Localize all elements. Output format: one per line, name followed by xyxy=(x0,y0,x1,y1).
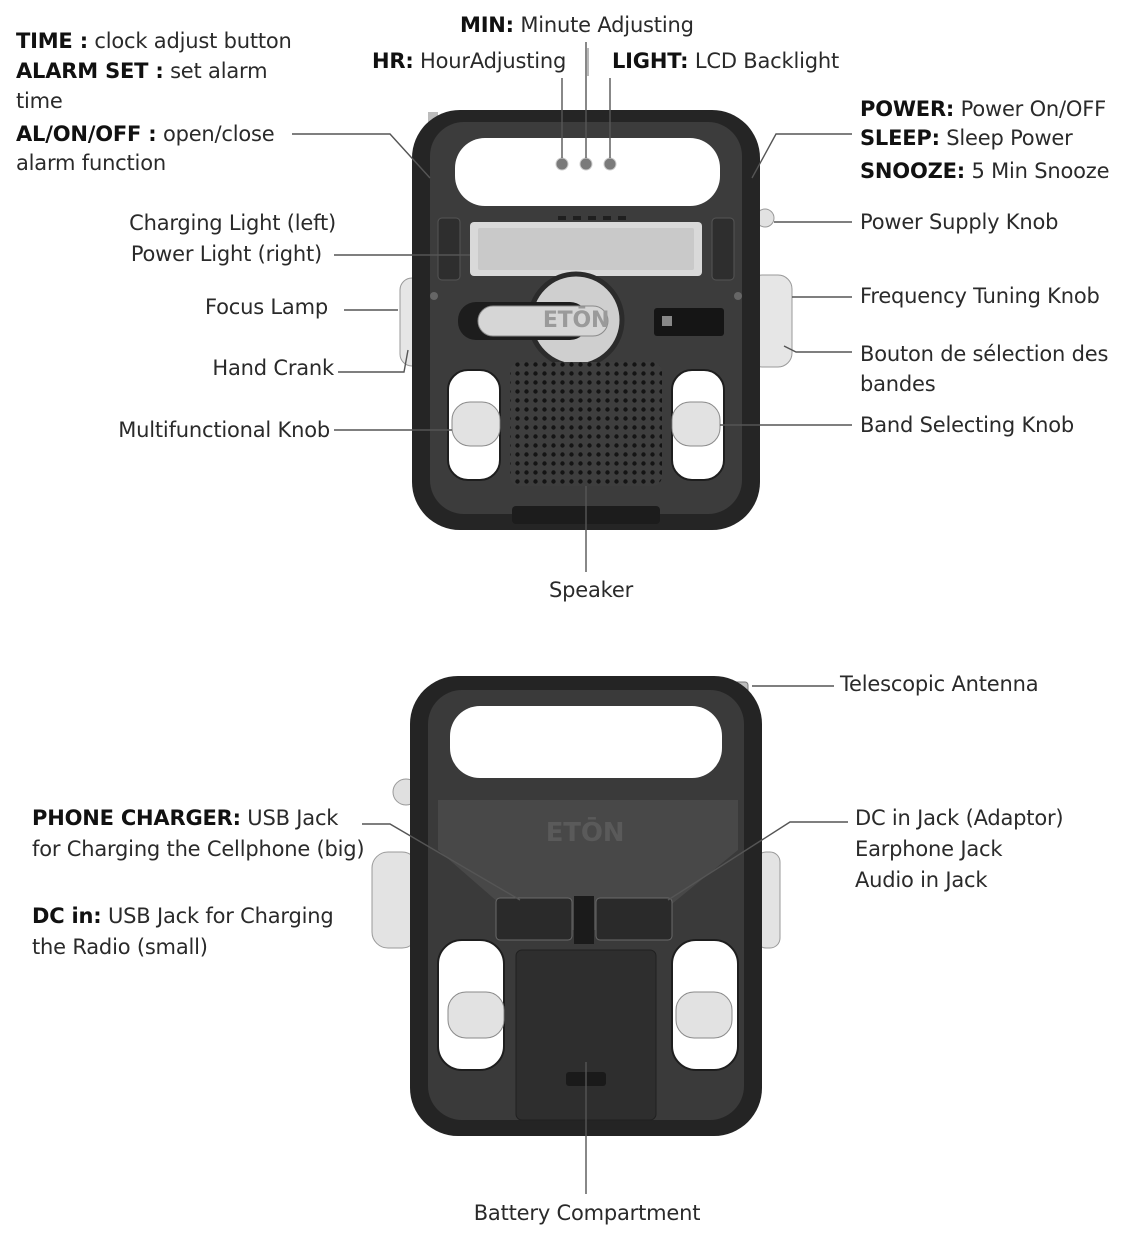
label-hr: HR: HourAdjusting xyxy=(372,49,567,73)
band-selecting-knob xyxy=(671,401,721,447)
label-focus-lamp: Focus Lamp xyxy=(204,295,328,319)
label-speaker: Speaker xyxy=(548,578,633,602)
label-dc-in: DC in: USB Jack for Charging xyxy=(32,904,334,928)
solar-panel xyxy=(654,308,724,336)
label-earphone-jack: Earphone Jack xyxy=(855,837,1003,861)
label-dc-in-cont: the Radio (small) xyxy=(32,935,208,959)
label-multifunctional-knob: Multifunctional Knob xyxy=(118,418,330,442)
label-al-on-off: AL/ON/OFF : open/close xyxy=(16,122,275,146)
label-battery-compartment: Battery Compartment xyxy=(473,1201,701,1225)
label-power-light: Power Light (right) xyxy=(130,242,322,266)
back-radio xyxy=(371,676,781,1136)
label-min: MIN: Minute Adjusting xyxy=(460,13,694,37)
label-telescopic-antenna: Telescopic Antenna xyxy=(840,672,1039,696)
label-time: TIME : clock adjust button xyxy=(16,29,292,53)
speaker-grille xyxy=(510,362,662,486)
front-brand-logo: ETŌN xyxy=(542,308,610,333)
label-bouton-selection-cont: bandes xyxy=(860,372,936,396)
jack-strip-right xyxy=(595,897,673,941)
label-bouton-selection: Bouton de sélection des xyxy=(860,342,1109,366)
hr-button-icon xyxy=(555,157,569,171)
jack-strip-left xyxy=(495,897,573,941)
back-handle-opening xyxy=(450,706,722,778)
label-frequency-tuning-knob: Frequency Tuning Knob xyxy=(860,284,1100,308)
back-right-knob-lower xyxy=(675,991,733,1039)
label-sleep: SLEEP: Sleep Power xyxy=(860,126,1073,150)
label-light: LIGHT: LCD Backlight xyxy=(612,49,840,73)
hand-crank-arm xyxy=(477,305,609,337)
label-power: POWER: Power On/OFF xyxy=(860,97,1106,121)
front-handle-opening xyxy=(455,138,720,206)
min-button-icon xyxy=(579,157,593,171)
back-left-knob-lower xyxy=(447,991,505,1039)
label-phone-charger-cont: for Charging the Cellphone (big) xyxy=(32,837,365,861)
label-band-selecting-knob: Band Selecting Knob xyxy=(860,413,1074,437)
label-al-on-off-cont: alarm function xyxy=(16,151,166,175)
multifunctional-knob xyxy=(451,401,501,447)
front-radio xyxy=(399,110,793,530)
label-hand-crank: Hand Crank xyxy=(212,356,334,380)
label-phone-charger: PHONE CHARGER: USB Jack xyxy=(32,806,339,830)
left-side-buttons xyxy=(437,217,461,281)
label-audio-in-jack: Audio in Jack xyxy=(855,868,988,892)
label-alarm-set-cont: time xyxy=(16,89,63,113)
label-power-supply-knob: Power Supply Knob xyxy=(860,210,1059,234)
label-dc-in-jack: DC in Jack (Adaptor) xyxy=(855,806,1064,830)
light-button-icon xyxy=(603,157,617,171)
leader-lines xyxy=(292,42,852,1194)
label-snooze: SNOOZE: 5 Min Snooze xyxy=(860,159,1110,183)
back-brand-logo: ETŌN xyxy=(545,818,625,848)
right-side-buttons xyxy=(711,217,735,281)
label-alarm-set: ALARM SET : set alarm xyxy=(16,59,268,83)
label-charging-light: Charging Light (left) xyxy=(129,211,336,235)
